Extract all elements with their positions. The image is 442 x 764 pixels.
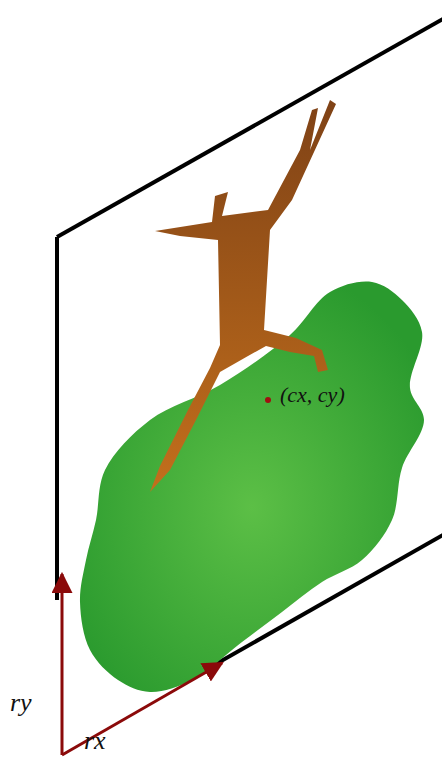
- center-point: [265, 397, 271, 403]
- ry-arrow: [61, 574, 64, 755]
- tree-trunk: [150, 100, 336, 492]
- axis-label: ry: [10, 690, 32, 716]
- axis-label: rx: [84, 728, 106, 754]
- point-label: (cx, cy): [280, 384, 345, 406]
- rx-arrow: [62, 663, 222, 755]
- plane-edge: [57, 15, 442, 237]
- plane-edge: [55, 237, 59, 600]
